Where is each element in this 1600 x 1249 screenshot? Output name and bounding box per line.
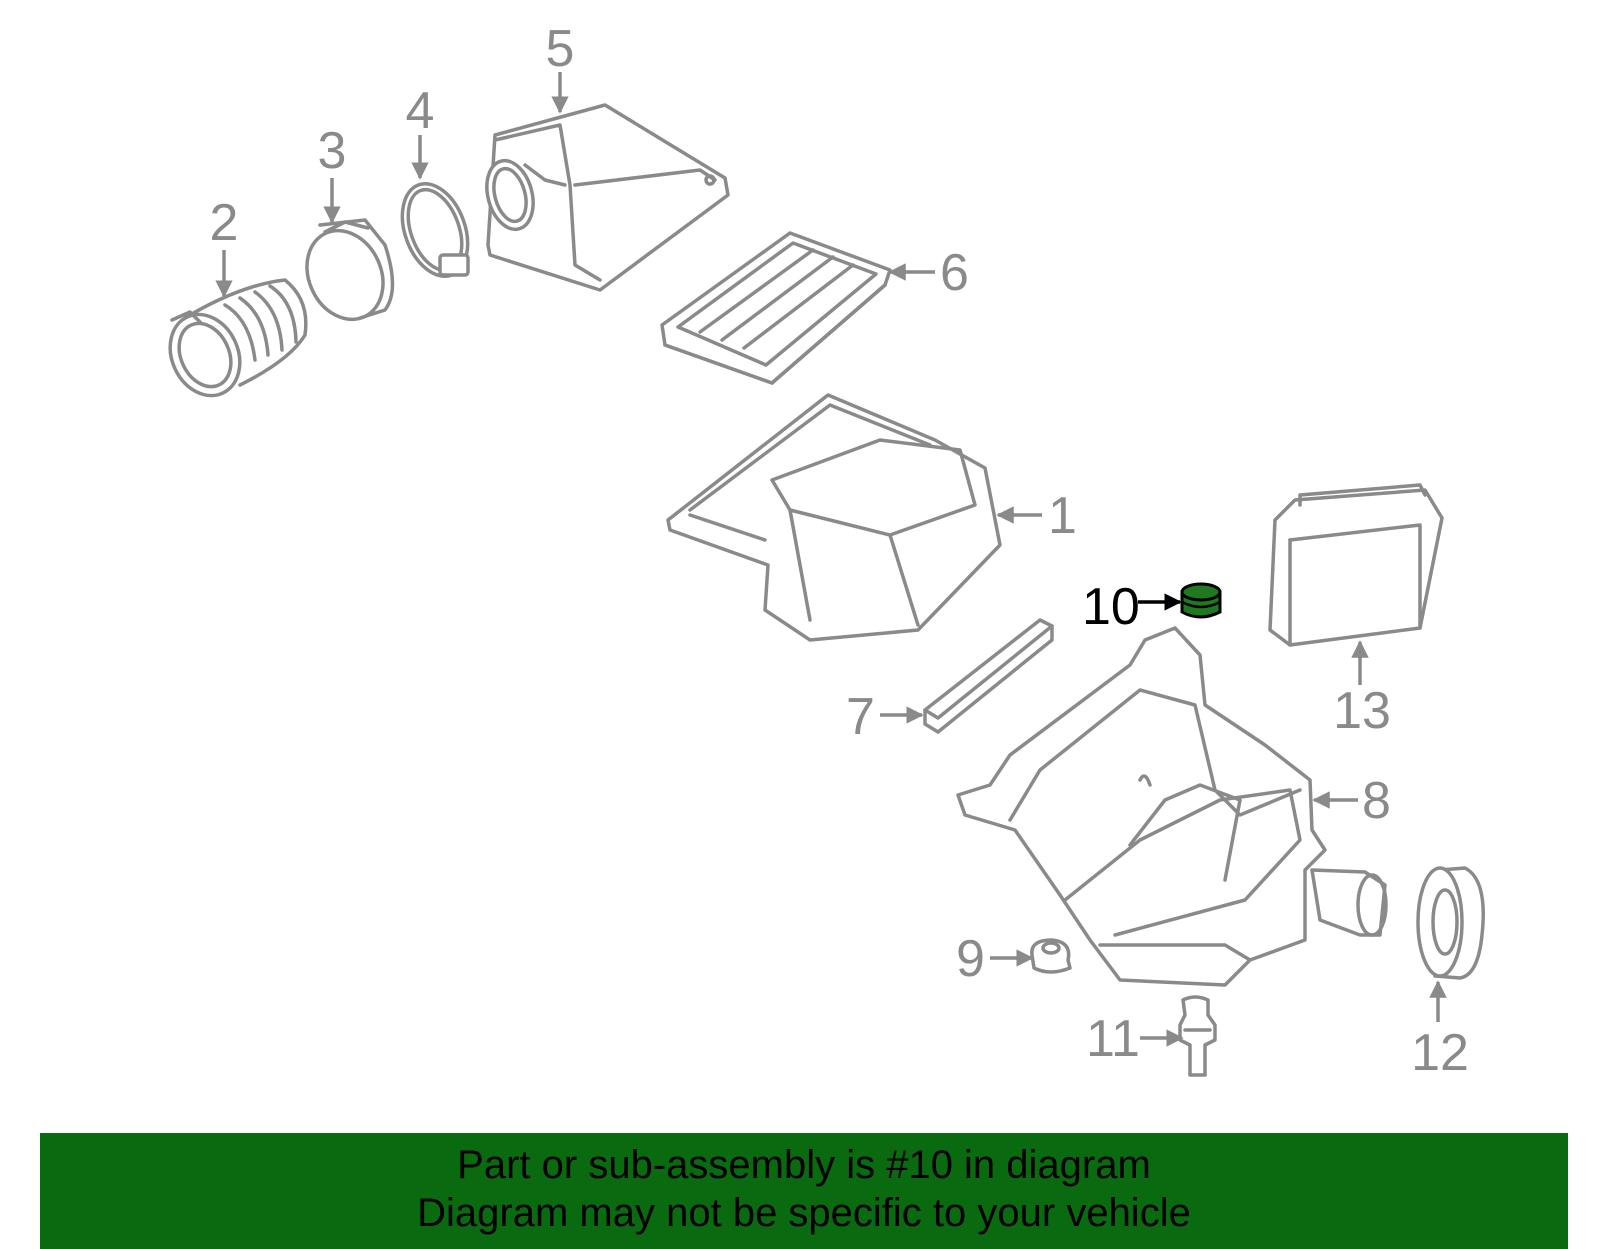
banner-line-part: Part or sub-assembly is #10 in diagram [457,1143,1151,1187]
callout-9: 9 [956,930,985,988]
callout-7: 7 [846,688,875,746]
part-4-clamp [400,181,470,279]
callout-8: 8 [1362,772,1391,830]
part-5-upper-cover [485,103,730,292]
callout-4: 4 [406,82,435,140]
parts-diagram: 5 4 3 2 6 1 10 13 7 8 9 11 12 [168,20,1485,1082]
part-1-housing-cover [666,393,1002,642]
callout-13: 13 [1333,682,1391,740]
info-banner: Part or sub-assembly is #10 in diagram D… [40,1133,1568,1249]
part-11-bolt [1178,995,1217,1077]
part-7-seal [923,618,1054,734]
callout-10: 10 [1082,578,1140,636]
part-8-lower-housing [956,626,1388,987]
banner-line-disclaimer: Diagram may not be specific to your vehi… [417,1191,1191,1235]
part-13-module [1268,483,1444,647]
callout-5: 5 [546,20,575,78]
callout-1: 1 [1048,487,1077,545]
part-10-highlighted [1180,582,1222,619]
part-9-grommet [1030,938,1072,974]
callout-2: 2 [210,194,239,252]
callout-12: 12 [1411,1024,1469,1082]
part-12-seal-ring [1416,866,1485,980]
part-3-mass-air-flow-sensor [305,218,395,322]
part-6-filter [660,231,892,385]
callout-3: 3 [318,122,347,180]
callout-11: 11 [1086,1010,1140,1068]
part-2-intake-hose [168,278,308,398]
callout-6: 6 [940,244,969,302]
